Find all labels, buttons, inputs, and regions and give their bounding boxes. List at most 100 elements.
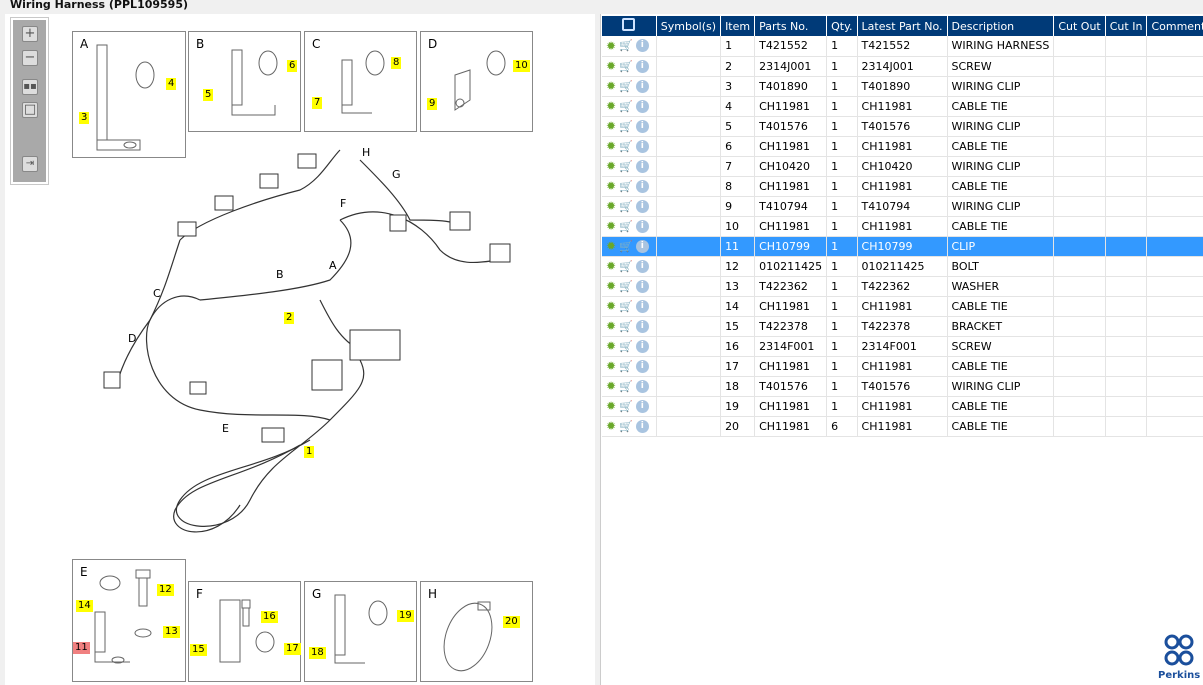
gear-icon[interactable]: ✹ [606, 239, 617, 253]
cart-icon[interactable]: 🛒 [619, 199, 633, 213]
callout-18[interactable]: 18 [309, 647, 326, 659]
table-row[interactable]: ✹🛒i 13 T422362 1 T422362 WASHER [602, 276, 1203, 297]
info-icon[interactable]: i [635, 159, 649, 173]
callout-6[interactable]: 6 [287, 60, 298, 72]
gear-icon[interactable]: ✹ [606, 299, 617, 313]
cart-icon[interactable]: 🛒 [619, 39, 633, 53]
callout-16[interactable]: 16 [261, 611, 278, 623]
info-icon[interactable]: i [635, 319, 649, 333]
callout-4[interactable]: 4 [166, 78, 177, 90]
info-icon[interactable]: i [635, 99, 649, 113]
col-cut-in[interactable]: Cut In [1105, 16, 1148, 36]
table-row[interactable]: ✹🛒i 17 CH11981 1 CH11981 CABLE TIE [602, 356, 1203, 377]
info-icon[interactable]: i [635, 139, 649, 153]
gear-icon[interactable]: ✹ [606, 399, 617, 413]
info-icon[interactable]: i [635, 239, 649, 253]
info-icon[interactable]: i [635, 219, 649, 233]
callout-8[interactable]: 8 [391, 57, 402, 69]
cart-icon[interactable]: 🛒 [619, 339, 633, 353]
cart-icon[interactable]: 🛒 [619, 139, 633, 153]
info-icon[interactable]: i [635, 299, 649, 313]
cart-icon[interactable]: 🛒 [619, 219, 633, 233]
col-item[interactable]: Item [720, 16, 756, 36]
cart-icon[interactable]: 🛒 [619, 279, 633, 293]
gear-icon[interactable]: ✹ [606, 139, 617, 153]
gear-icon[interactable]: ✹ [606, 38, 617, 53]
gear-icon[interactable]: ✹ [606, 199, 617, 213]
cart-icon[interactable]: 🛒 [619, 59, 633, 73]
cart-icon[interactable]: 🛒 [619, 179, 633, 193]
callout-14[interactable]: 14 [76, 600, 93, 612]
gear-icon[interactable]: ✹ [606, 319, 617, 333]
callout-7[interactable]: 7 [312, 97, 323, 109]
col-qty[interactable]: Qty. [826, 16, 858, 36]
gear-icon[interactable]: ✹ [606, 359, 617, 373]
table-row[interactable]: ✹🛒i 16 2314F001 1 2314F001 SCREW [602, 336, 1203, 357]
callout-20[interactable]: 20 [503, 616, 520, 628]
col-description[interactable]: Description [947, 16, 1055, 36]
find-in-diagram-header[interactable] [602, 16, 657, 36]
info-icon[interactable]: i [635, 119, 649, 133]
cart-icon[interactable]: 🛒 [619, 299, 633, 313]
info-icon[interactable]: i [635, 359, 649, 373]
callout-17[interactable]: 17 [284, 643, 301, 655]
cart-icon[interactable]: 🛒 [619, 319, 633, 333]
info-icon[interactable]: i [635, 79, 649, 93]
gear-icon[interactable]: ✹ [606, 159, 617, 173]
table-row[interactable]: ✹🛒i 9 T410794 1 T410794 WIRING CLIP [602, 196, 1203, 217]
table-row[interactable]: ✹🛒i 20 CH11981 6 CH11981 CABLE TIE [602, 416, 1203, 437]
col-cut-out[interactable]: Cut Out [1053, 16, 1106, 36]
cart-icon[interactable]: 🛒 [619, 239, 633, 253]
col-latest-part-no[interactable]: Latest Part No. [857, 16, 948, 36]
gear-icon[interactable]: ✹ [606, 259, 617, 273]
fit-all-icon[interactable]: ▪▪ [22, 79, 38, 95]
cart-icon[interactable]: 🛒 [619, 379, 633, 393]
callout-2[interactable]: 2 [284, 312, 295, 324]
table-row[interactable]: ✹🛒i 8 CH11981 1 CH11981 CABLE TIE [602, 176, 1203, 197]
cart-icon[interactable]: 🛒 [619, 359, 633, 373]
table-row[interactable]: ✹🛒i 14 CH11981 1 CH11981 CABLE TIE [602, 296, 1203, 317]
cart-icon[interactable]: 🛒 [619, 79, 633, 93]
zoom-out-icon[interactable]: − [22, 50, 38, 66]
callout-1[interactable]: 1 [304, 446, 315, 458]
gear-icon[interactable]: ✹ [606, 119, 617, 133]
callout-15[interactable]: 15 [190, 644, 207, 656]
callout-13[interactable]: 13 [163, 626, 180, 638]
info-icon[interactable]: i [635, 259, 649, 273]
gear-icon[interactable]: ✹ [606, 279, 617, 293]
cart-icon[interactable]: 🛒 [619, 119, 633, 133]
gear-icon[interactable]: ✹ [606, 339, 617, 353]
zoom-in-icon[interactable]: + [22, 26, 38, 42]
table-row[interactable]: ✹🛒i 7 CH10420 1 CH10420 WIRING CLIP [602, 156, 1203, 177]
callout-10[interactable]: 10 [513, 60, 530, 72]
gear-icon[interactable]: ✹ [606, 419, 617, 433]
col-symbols[interactable]: Symbol(s) [656, 16, 722, 36]
cart-icon[interactable]: 🛒 [619, 419, 633, 433]
gear-icon[interactable]: ✹ [606, 79, 617, 93]
info-icon[interactable]: i [635, 399, 649, 413]
info-icon[interactable]: i [635, 339, 649, 353]
cart-icon[interactable]: 🛒 [619, 259, 633, 273]
table-row[interactable]: ✹🛒i 5 T401576 1 T401576 WIRING CLIP [602, 116, 1203, 137]
info-icon[interactable]: i [635, 279, 649, 293]
callout-3[interactable]: 3 [79, 112, 90, 124]
table-row[interactable]: ✹🛒i 1 T421552 1 T421552 WIRING HARNESS [602, 36, 1203, 57]
gear-icon[interactable]: ✹ [606, 179, 617, 193]
magnifier-icon[interactable] [622, 18, 636, 31]
gear-icon[interactable]: ✹ [606, 219, 617, 233]
info-icon[interactable]: i [635, 379, 649, 393]
info-icon[interactable]: i [635, 179, 649, 193]
callout-5[interactable]: 5 [203, 89, 214, 101]
toggle-panel-icon[interactable]: ⇥ [22, 156, 38, 172]
cart-icon[interactable]: 🛒 [619, 399, 633, 413]
info-icon[interactable]: i [635, 199, 649, 213]
callout-12[interactable]: 12 [157, 584, 174, 596]
cart-icon[interactable]: 🛒 [619, 159, 633, 173]
gear-icon[interactable]: ✹ [606, 59, 617, 73]
info-icon[interactable]: i [635, 39, 649, 53]
callout-19[interactable]: 19 [397, 610, 414, 622]
info-icon[interactable]: i [635, 59, 649, 73]
gear-icon[interactable]: ✹ [606, 99, 617, 113]
table-row[interactable]: ✹🛒i 11 CH10799 1 CH10799 CLIP [602, 236, 1203, 257]
callout-11[interactable]: 11 [73, 642, 90, 654]
